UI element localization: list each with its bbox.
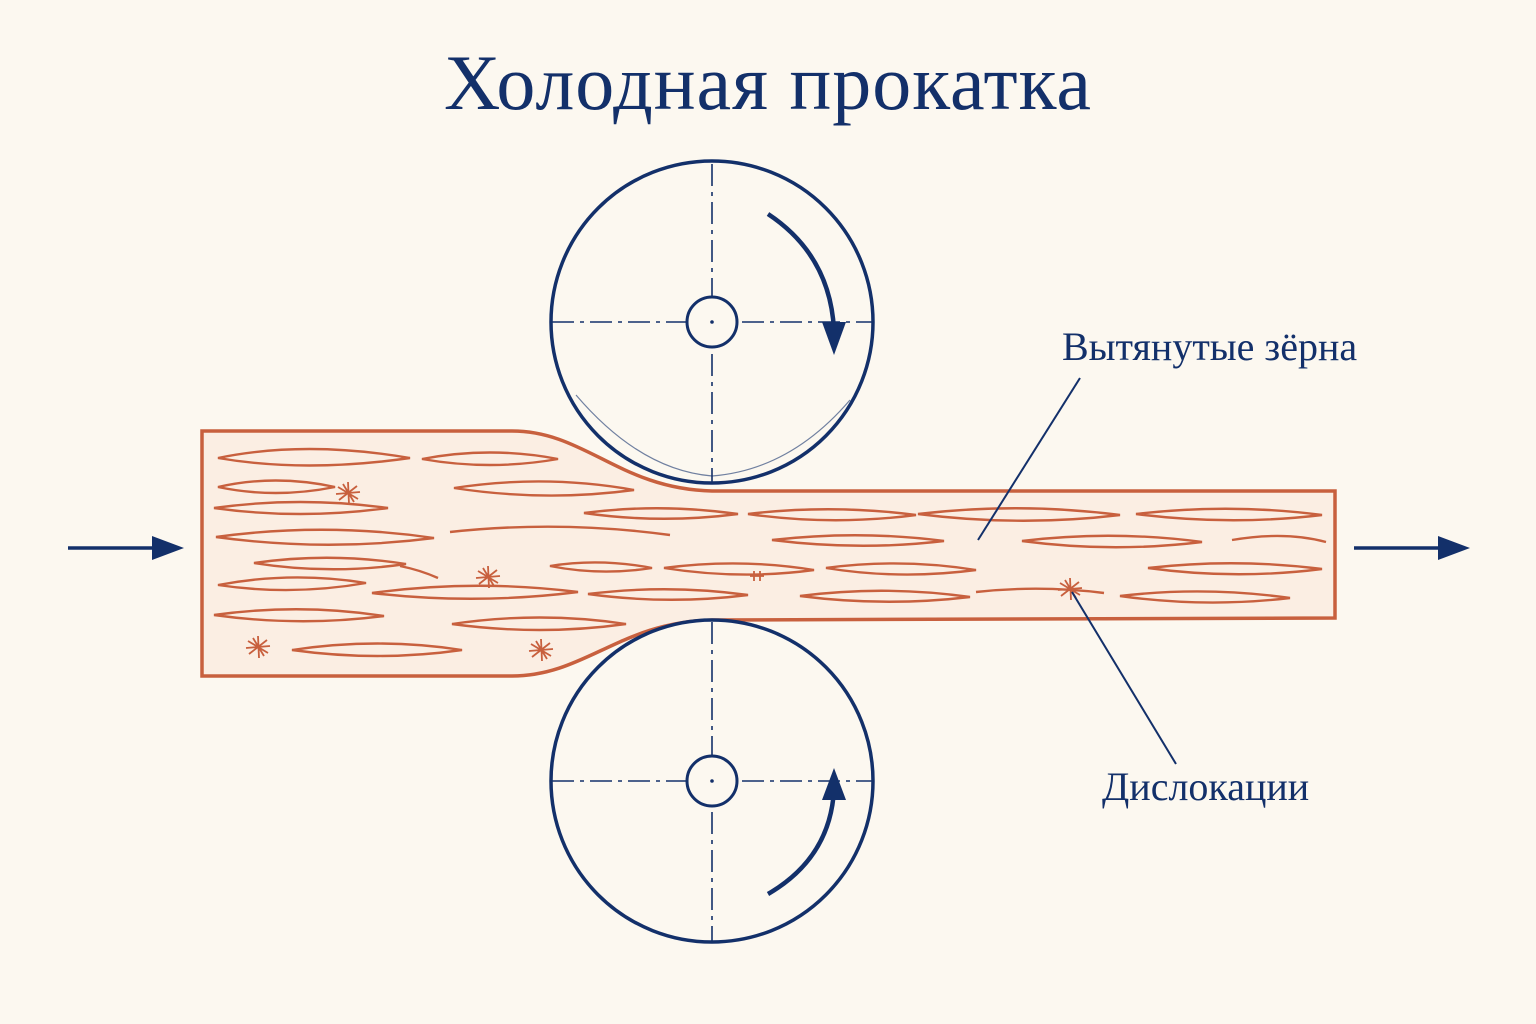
grain — [587, 588, 749, 601]
grains-leader-line — [977, 377, 1081, 541]
feed-out-arrow — [1354, 536, 1470, 560]
grain — [1231, 534, 1327, 544]
grain — [583, 507, 739, 520]
grain — [253, 556, 407, 571]
grain — [917, 507, 1121, 522]
page-title: Холодная прокатка — [444, 39, 1092, 126]
grain — [291, 642, 463, 658]
grain — [217, 479, 336, 495]
metal-strip — [200, 429, 1337, 678]
bottom-roller — [549, 618, 875, 944]
dislocation-tangle — [750, 571, 764, 581]
arrow-right-head — [1438, 536, 1470, 560]
grain — [217, 447, 411, 467]
dislocations-label: Дислокации — [1102, 764, 1310, 809]
grain — [213, 608, 385, 623]
grain — [799, 589, 971, 603]
grain — [371, 584, 579, 600]
grain — [663, 562, 815, 576]
grain — [421, 451, 559, 467]
counterclockwise-arrow-icon — [766, 789, 837, 896]
grain — [399, 564, 439, 580]
clockwise-arrow-head — [822, 322, 846, 355]
dislocation-tangle — [245, 635, 271, 659]
grain — [213, 500, 389, 516]
grain — [449, 525, 671, 537]
top-roller — [549, 159, 875, 485]
counterclockwise-arrow-head — [822, 768, 846, 800]
dislocation-tangle — [335, 481, 361, 505]
elongated-grains-label: Вытянутые зёрна — [1062, 324, 1358, 369]
grain — [1147, 562, 1323, 576]
grain — [1135, 507, 1323, 522]
dislocation-tangle — [475, 565, 501, 589]
top-roller-center-dot — [710, 320, 714, 324]
grain — [453, 480, 635, 497]
grain — [975, 587, 1105, 595]
feed-in-arrow — [68, 536, 184, 560]
grains-thick-section — [213, 447, 671, 658]
grain — [451, 616, 627, 632]
dislocations — [245, 481, 1083, 662]
grain — [549, 561, 653, 573]
dislocation-tangle — [1057, 577, 1083, 601]
grain — [771, 534, 945, 547]
grains-rolled-section — [399, 507, 1327, 604]
arrow-right-head — [152, 536, 184, 560]
grain — [215, 528, 435, 546]
dislocation-tangle — [528, 638, 554, 662]
grain — [1119, 590, 1291, 604]
dislocations-leader-line — [1071, 591, 1177, 765]
grain — [825, 562, 977, 576]
grain — [1021, 534, 1203, 549]
bottom-roller-center-dot — [710, 779, 714, 783]
grain — [747, 508, 917, 522]
grain — [217, 576, 367, 592]
clockwise-arrow-icon — [766, 212, 837, 331]
